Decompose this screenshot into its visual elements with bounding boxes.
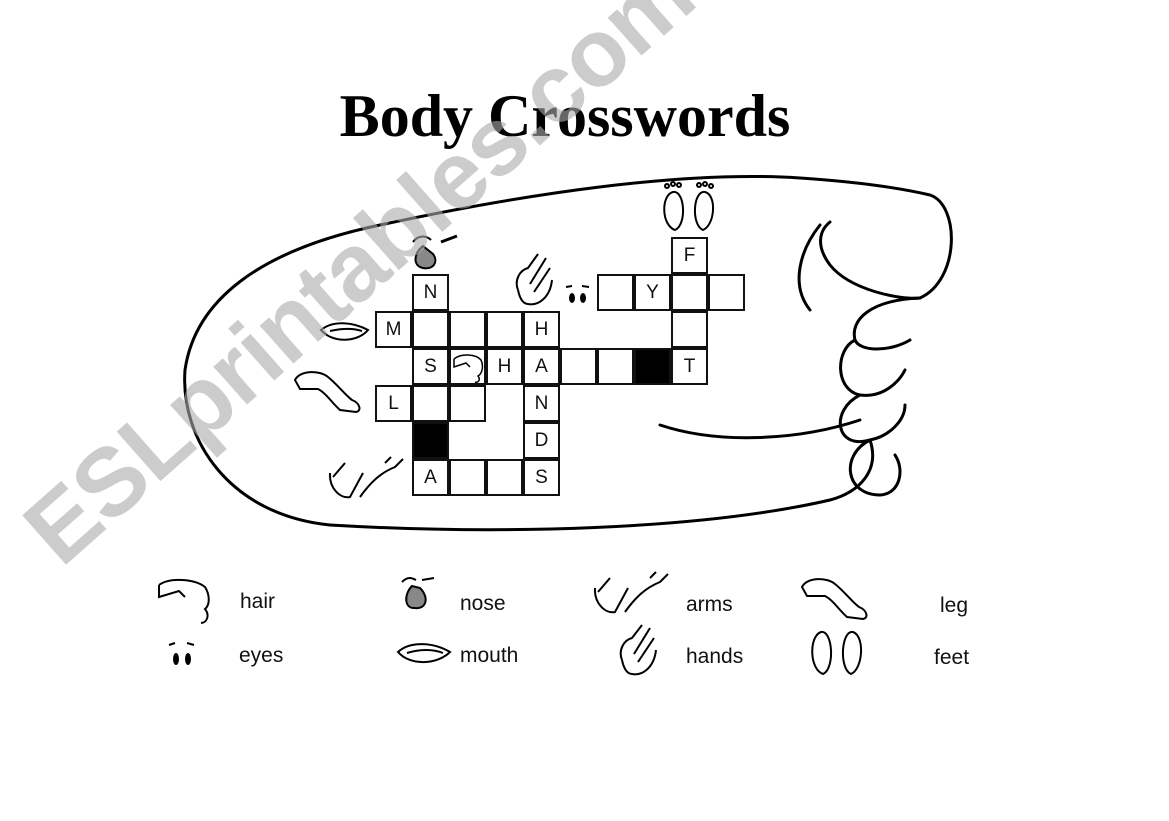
crossword-cell[interactable] bbox=[412, 385, 449, 422]
mouth-icon bbox=[396, 643, 452, 664]
crossword-cell[interactable] bbox=[486, 459, 523, 496]
hands-icon bbox=[619, 624, 657, 676]
legend-word-hair: hair bbox=[240, 590, 276, 613]
crossword-cell[interactable] bbox=[560, 348, 597, 385]
arms-icon bbox=[593, 571, 669, 614]
crossword-cell[interactable]: H bbox=[523, 311, 560, 348]
crossword-cell[interactable] bbox=[486, 311, 523, 348]
crossword-cell[interactable] bbox=[449, 459, 486, 496]
crossword-cell[interactable]: M bbox=[375, 311, 412, 348]
crossword-cell[interactable] bbox=[597, 348, 634, 385]
legend-word-nose: nose bbox=[460, 592, 506, 615]
crossword-cell[interactable] bbox=[671, 274, 708, 311]
crossword-cell[interactable]: F bbox=[671, 237, 708, 274]
eyes-icon bbox=[565, 285, 590, 303]
arms-icon bbox=[328, 456, 404, 499]
hands-icon bbox=[515, 253, 553, 306]
leg-icon bbox=[293, 371, 361, 414]
feet-icon bbox=[811, 631, 862, 676]
crossword-cell[interactable] bbox=[671, 311, 708, 348]
crossword-cell[interactable]: H bbox=[486, 348, 523, 385]
crossword-cell[interactable]: N bbox=[523, 385, 560, 422]
page-title: Body Crosswords bbox=[339, 83, 791, 149]
crossword-cell[interactable]: D bbox=[523, 422, 560, 459]
legend-word-feet: feet bbox=[934, 646, 970, 669]
crossword-cell[interactable]: A bbox=[523, 348, 560, 385]
hair-icon bbox=[158, 579, 210, 624]
leg-icon bbox=[800, 578, 868, 621]
crossword-cell[interactable]: Y bbox=[634, 274, 671, 311]
crossword-cell[interactable]: S bbox=[523, 459, 560, 496]
crossword-cell[interactable]: A bbox=[412, 459, 449, 496]
crossword-cell[interactable]: L bbox=[375, 385, 412, 422]
crossword-cell[interactable] bbox=[449, 311, 486, 348]
legend-word-arms: arms bbox=[686, 593, 733, 616]
legend-word-hands: hands bbox=[686, 645, 744, 668]
crossword-cell[interactable]: T bbox=[671, 348, 708, 385]
crossword-cell[interactable] bbox=[449, 385, 486, 422]
hair-icon bbox=[453, 354, 484, 383]
nose-icon bbox=[412, 234, 458, 270]
crossword-cell[interactable] bbox=[708, 274, 745, 311]
legend-word-leg: leg bbox=[940, 594, 969, 617]
mouth-icon bbox=[319, 322, 370, 341]
crossword-cell[interactable]: S bbox=[412, 348, 449, 385]
nose-icon bbox=[401, 577, 435, 610]
crossword-cell[interactable]: N bbox=[412, 274, 449, 311]
crossword-cell[interactable] bbox=[412, 311, 449, 348]
feet-icon bbox=[663, 181, 714, 232]
crossword-black-cell bbox=[412, 422, 449, 459]
legend-word-mouth: mouth bbox=[460, 644, 519, 667]
crossword-black-cell bbox=[634, 348, 671, 385]
legend-word-eyes: eyes bbox=[239, 644, 284, 667]
crossword-cell[interactable] bbox=[449, 348, 486, 385]
eyes-icon bbox=[168, 642, 195, 665]
crossword-cell[interactable] bbox=[597, 274, 634, 311]
